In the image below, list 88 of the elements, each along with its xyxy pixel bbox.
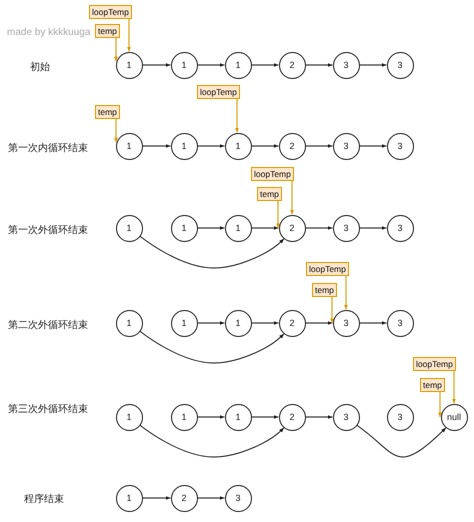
pointer-label: temp: [420, 378, 445, 392]
row-label: 第三次外循环结束: [8, 402, 88, 416]
arrow: [305, 144, 333, 148]
arrow: [142, 496, 171, 500]
pointer-arrow: [127, 18, 131, 52]
list-node-circle: 3: [332, 310, 360, 336]
list-node-circle: 1: [116, 52, 142, 78]
list-node-circle: 3: [332, 404, 360, 430]
list-node-circle: 1: [224, 404, 252, 430]
arrow: [139, 424, 284, 458]
pointer-arrow: [330, 296, 334, 324]
list-node-circle: 3: [386, 214, 414, 242]
list-node-circle: 1: [170, 132, 198, 160]
list-node-circle: 3: [386, 310, 414, 336]
pointer-label: temp: [95, 24, 120, 38]
pointer-label: loopTemp: [413, 357, 456, 371]
list-node-circle: 1: [116, 404, 142, 430]
pointer-label: loopTemp: [306, 262, 349, 276]
list-node-circle: 3: [386, 404, 414, 430]
pointer-label: loopTemp: [197, 85, 240, 99]
list-node-circle: 1: [224, 310, 252, 336]
pointer-label: temp: [95, 105, 120, 119]
list-node-circle: 2: [278, 310, 306, 336]
arrow: [359, 63, 387, 67]
arrow: [305, 226, 333, 230]
list-node-circle: 1: [170, 404, 198, 430]
arrow: [251, 321, 279, 325]
arrow: [139, 236, 284, 268]
list-node-circle: 3: [332, 52, 360, 78]
arrow: [359, 144, 387, 148]
author-note: made by kkkkuuga: [7, 27, 90, 38]
list-node-circle: 3: [332, 214, 360, 242]
pointer-label: loopTemp: [89, 5, 132, 19]
pointer-arrow: [344, 276, 348, 310]
pointer-arrow: [114, 38, 118, 62]
list-node-circle: 2: [278, 214, 306, 242]
list-node-circle: 3: [332, 132, 360, 160]
row-label: 第二次外循环结束: [8, 318, 88, 332]
list-node-circle: 3: [386, 52, 414, 78]
list-node-circle: 1: [224, 52, 252, 78]
arrow: [305, 321, 333, 325]
list-node-circle: 3: [386, 132, 414, 160]
list-node-circle: 2: [278, 404, 306, 430]
arrow: [197, 496, 225, 500]
list-node-circle: 1: [170, 310, 198, 336]
arrow: [197, 415, 225, 419]
arrow: [251, 144, 279, 148]
list-node-circle: 1: [170, 214, 198, 242]
pointer-arrow: [452, 370, 456, 404]
pointer-label: temp: [257, 187, 282, 201]
pointer-arrow: [290, 180, 294, 215]
list-node-circle: 1: [224, 132, 252, 160]
list-node-circle: 3: [224, 484, 252, 512]
pointer-arrow: [114, 118, 118, 143]
arrow: [356, 424, 446, 458]
arrow: [359, 321, 387, 325]
list-node-circle: null: [440, 404, 468, 430]
row-label: 第一次外循环结束: [8, 224, 88, 237]
list-node-circle: 1: [170, 52, 198, 78]
list-node-circle: 1: [116, 214, 142, 242]
pointer-arrow: [276, 200, 280, 228]
list-node-circle: 1: [224, 214, 252, 242]
pointer-label: loopTemp: [251, 167, 294, 181]
arrow: [251, 63, 279, 67]
arrow: [251, 415, 279, 419]
arrow: [142, 63, 171, 67]
arrow: [305, 415, 333, 419]
arrow: [197, 63, 225, 67]
arrow: [197, 144, 225, 148]
arrow: [142, 144, 171, 148]
list-node-circle: 2: [278, 132, 306, 160]
pointer-arrow: [235, 98, 239, 134]
row-label: 第一次内循环结束: [8, 142, 88, 155]
list-node-circle: 1: [116, 484, 142, 512]
arrow: [305, 63, 333, 67]
arrow: [139, 330, 284, 364]
row-label: 程序结束: [24, 492, 64, 506]
list-node-circle: 1: [116, 310, 142, 336]
pointer-label: temp: [312, 283, 337, 297]
arrow: [251, 226, 279, 230]
arrow: [197, 321, 225, 325]
list-node-circle: 1: [116, 132, 142, 160]
pointer-arrow: [438, 392, 442, 418]
row-label: 初始: [30, 60, 50, 74]
list-node-circle: 2: [278, 52, 306, 78]
arrow: [197, 226, 225, 230]
arrow: [359, 226, 387, 230]
list-node-circle: 2: [170, 484, 198, 512]
